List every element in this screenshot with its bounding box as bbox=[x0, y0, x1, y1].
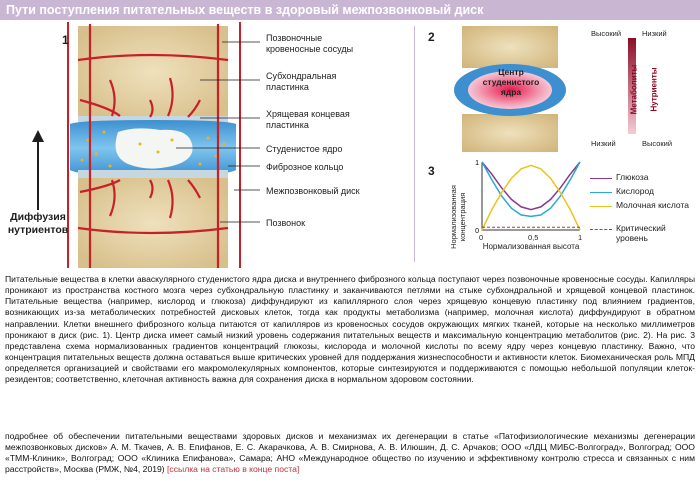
concentration-chart: 01 bbox=[475, 160, 581, 235]
x-tick-0: 0 bbox=[479, 233, 484, 242]
reference-text: подробнее об обеспечении питательными ве… bbox=[5, 431, 695, 475]
article-link[interactable]: [ссылка на статью в конце поста] bbox=[167, 464, 300, 475]
nucleus-center-2 bbox=[468, 71, 552, 109]
chart-axes bbox=[481, 162, 580, 231]
fig3-ylabel: Нормализованная концентрация bbox=[449, 185, 467, 249]
center-label: Центр студенистого ядра bbox=[482, 67, 540, 97]
diffusion-arrow bbox=[32, 130, 44, 210]
metabolites-high-label: Высокий bbox=[591, 29, 622, 38]
series-line-2 bbox=[481, 164, 581, 231]
figure-area: 1 Диффузия нутриентов Позвоночные кровен… bbox=[0, 20, 700, 270]
series-line-0 bbox=[481, 161, 581, 211]
article-paragraph: Питательные вещества в клетки аваскулярн… bbox=[5, 274, 695, 385]
y-tick-label: 0 bbox=[475, 228, 479, 235]
legend-label: Критический уровень bbox=[616, 223, 666, 243]
label-vessels: Позвоночные кровеносные сосуды bbox=[266, 33, 354, 54]
label-disc: Межпозвонковый диск bbox=[266, 186, 360, 196]
upper-vertebra-2 bbox=[462, 26, 558, 68]
metabolites-low-label: Низкий bbox=[591, 139, 616, 148]
label-endplate: Хрящевая концевая пластинка bbox=[266, 109, 350, 130]
series-line-1 bbox=[481, 161, 581, 218]
nutrients-high-label: Высокий bbox=[642, 139, 673, 148]
disc-cells bbox=[80, 130, 226, 168]
figure-1-number: 1 bbox=[62, 33, 69, 47]
page-title: Пути поступления питательных веществ в з… bbox=[6, 3, 484, 17]
outer-vessels bbox=[67, 22, 241, 268]
blood-vessels bbox=[77, 24, 229, 268]
x-tick-05: 0,5 bbox=[528, 233, 539, 242]
spine-illustration bbox=[32, 22, 260, 268]
figure-2-number: 2 bbox=[428, 30, 435, 44]
nutrients-low-label: Низкий bbox=[642, 29, 667, 38]
figure-3-number: 3 bbox=[428, 164, 435, 178]
legend-swatch bbox=[590, 178, 612, 179]
diffusion-label: Диффузия нутриентов bbox=[7, 211, 69, 236]
label-vertebra: Позвонок bbox=[266, 218, 306, 228]
lower-endplate bbox=[78, 170, 228, 180]
legend-swatch bbox=[590, 206, 612, 207]
nutrients-axis-label: Нутриенты bbox=[649, 67, 659, 112]
x-tick-1: 1 bbox=[578, 233, 583, 242]
lower-vertebra-2 bbox=[462, 114, 558, 152]
metabolite-gradient-bar bbox=[628, 38, 636, 134]
fig3-xlabel: Нормализованная высота bbox=[482, 242, 580, 251]
label-nucleus: Студенистое ядро bbox=[266, 144, 343, 154]
callout-lines bbox=[176, 41, 260, 223]
divider bbox=[414, 26, 415, 262]
legend-label: Кислород bbox=[616, 186, 654, 196]
article-reference: подробнее об обеспечении питательными ве… bbox=[5, 431, 695, 476]
label-subchondral: Субхондральная пластинка bbox=[266, 71, 337, 92]
disc-gradient-illustration bbox=[454, 26, 566, 152]
legend-label: Глюкоза bbox=[616, 172, 649, 182]
title-bar: Пути поступления питательных веществ в з… bbox=[0, 0, 700, 20]
upper-vertebra bbox=[78, 26, 228, 118]
y-tick-label: 1 bbox=[475, 160, 479, 167]
nucleus bbox=[115, 128, 193, 169]
legend-swatch bbox=[590, 192, 612, 193]
label-annulus: Фиброзное кольцо bbox=[266, 162, 344, 172]
metabolites-axis-label: Метаболиты bbox=[629, 64, 639, 115]
legend-label: Молочная кислота bbox=[616, 200, 689, 210]
legend-swatch bbox=[590, 229, 612, 230]
